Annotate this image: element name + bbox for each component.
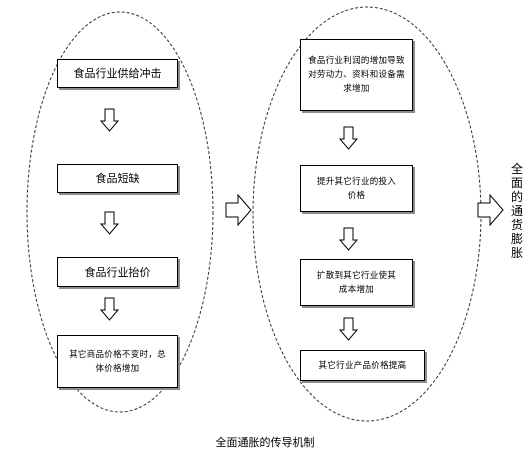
right-arrow-icon [225,193,252,227]
right-box-product-prices: 其它行业产品价格提高 [300,350,425,381]
right-box-profit-demand: 食品行业利润的增加导致对劳动力、资料和设备需求增加 [300,39,413,111]
left-box-overall-price-increase: 其它商品价格不变时，总体价格增加 [57,335,178,388]
down-arrow-icon [338,227,359,251]
right-box-cost-spread: 扩散到其它行业使其成本增加 [300,259,413,306]
right-arrow-icon [477,193,504,227]
left-box-supply-shock: 食品行业供给冲击 [57,59,178,88]
diagram-caption: 全面通胀的传导机制 [215,436,315,449]
down-arrow-icon [338,126,359,150]
down-arrow-icon [338,317,359,341]
down-arrow-icon [99,211,120,235]
result-label: 全面的通货膨胀 [510,162,523,260]
right-box-input-prices: 提升其它行业的投入价格 [300,165,413,212]
down-arrow-icon [99,108,120,132]
down-arrow-icon [99,297,120,321]
left-box-food-price-rise: 食品行业抬价 [57,257,178,287]
left-group-ellipse [26,11,214,413]
left-box-food-shortage: 食品短缺 [57,164,178,193]
